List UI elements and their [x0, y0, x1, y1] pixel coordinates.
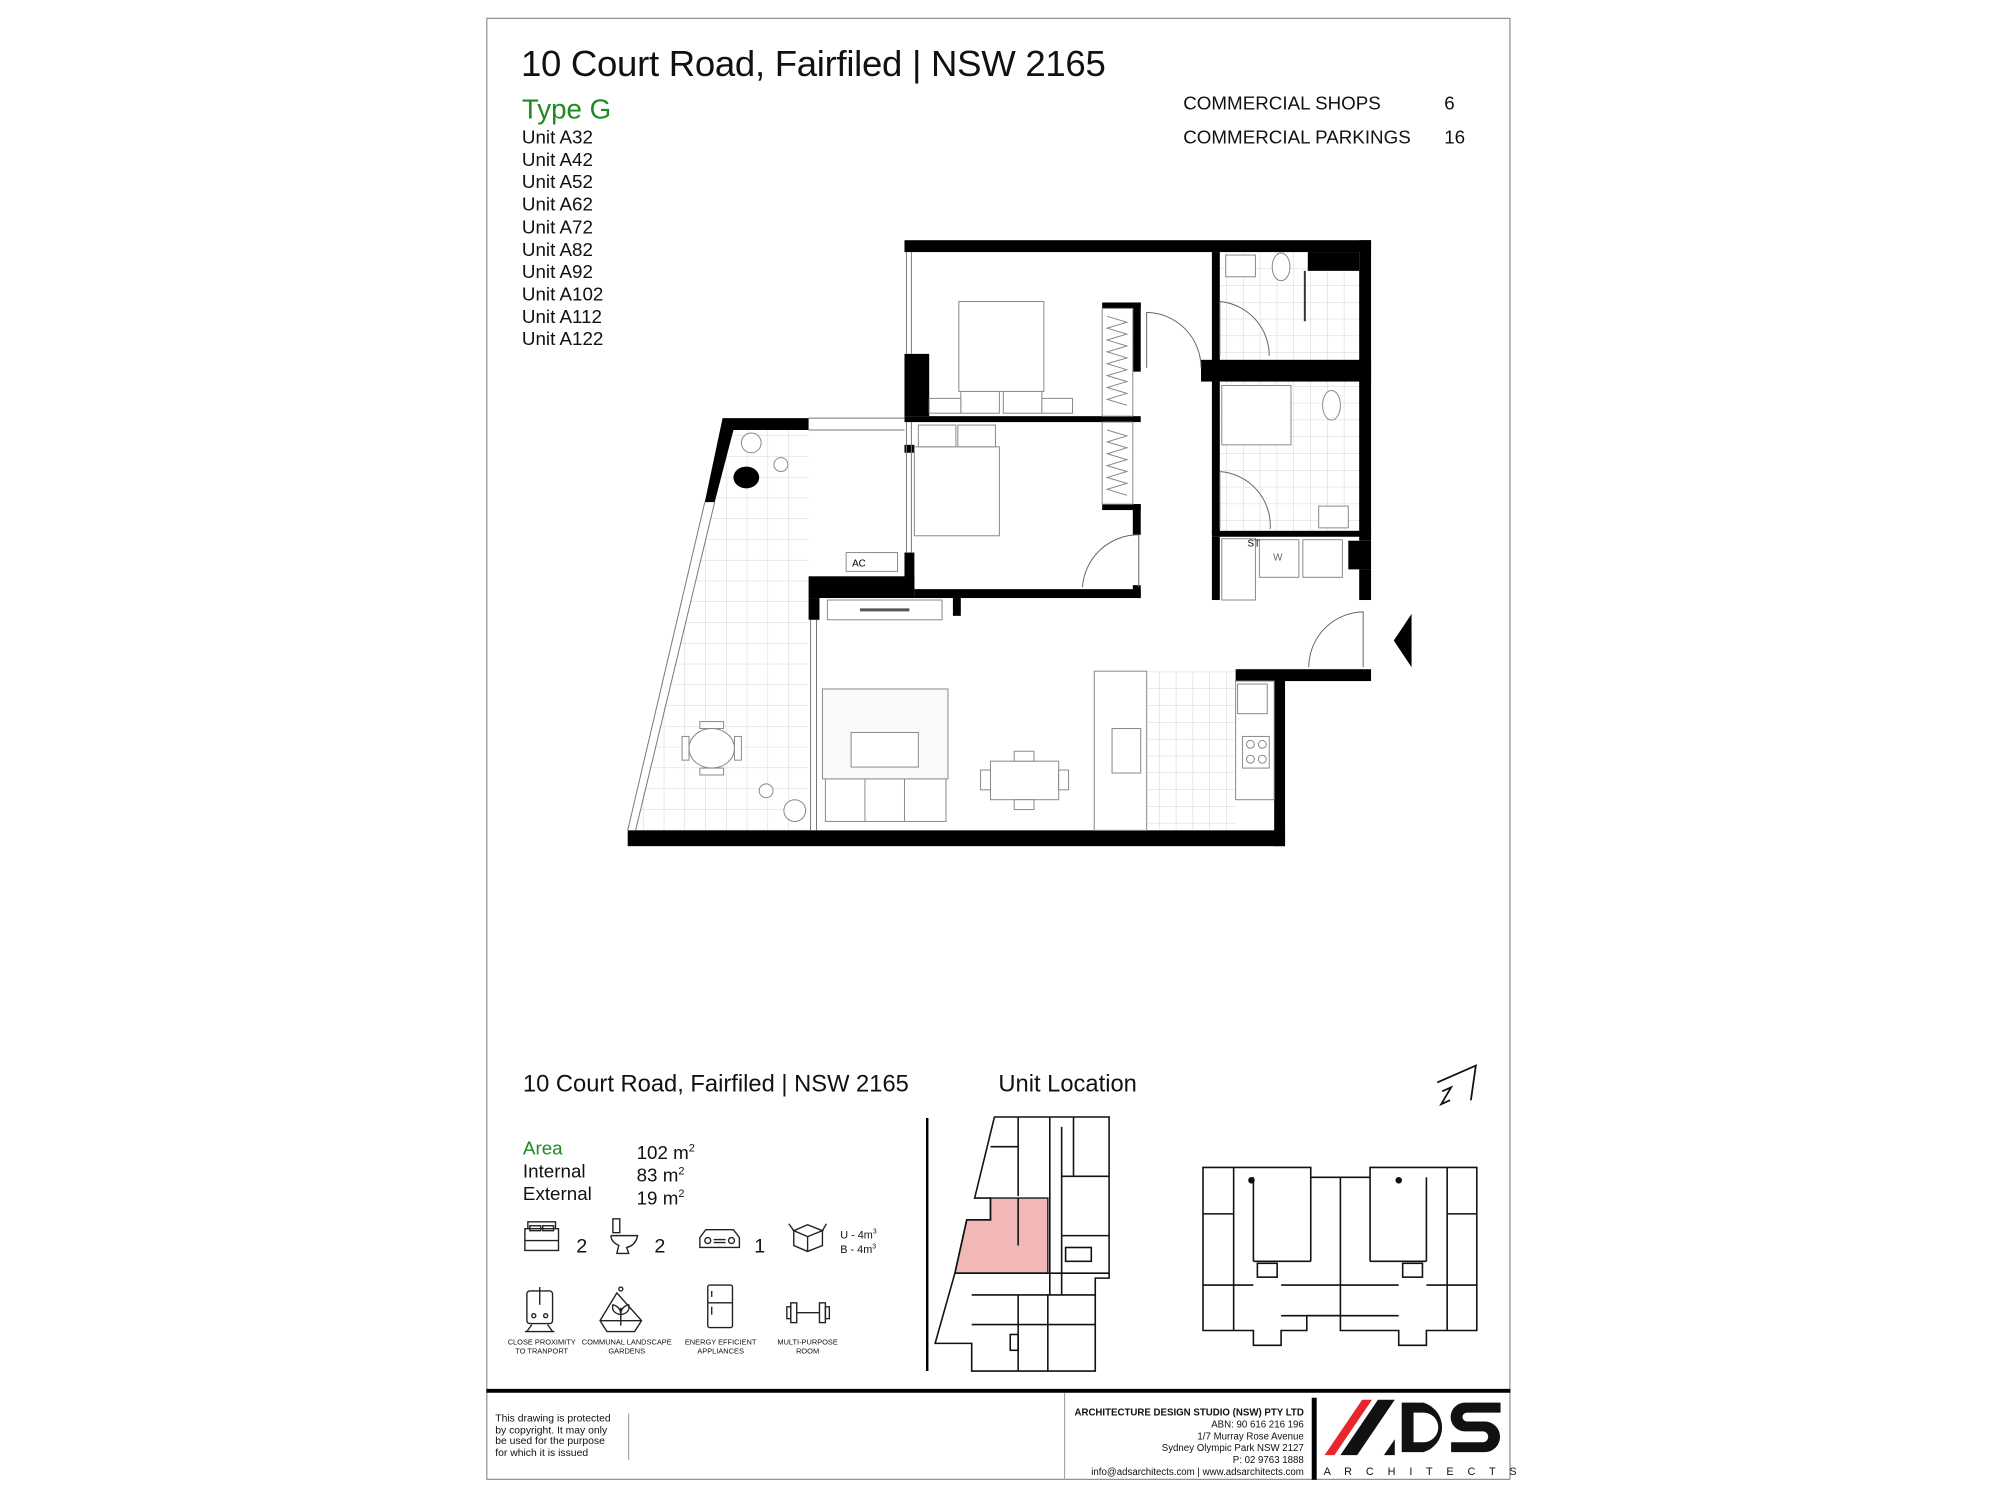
- commercial-parkings-label: COMMERCIAL PARKINGS: [1183, 127, 1411, 149]
- unit-item: Unit A112: [521, 307, 602, 328]
- unit-item: Unit A92: [521, 262, 593, 283]
- company-web-link[interactable]: info@adsarchitects.com | www.adsarchitec…: [1091, 1466, 1304, 1478]
- company-address-line1: 1/7 Murray Rose Avenue: [1197, 1431, 1304, 1443]
- storage-cupboard: [1221, 538, 1256, 601]
- storage-basement-volume: B - 4m3: [840, 1243, 877, 1257]
- plant: [783, 799, 807, 822]
- bathtub-shower: [1221, 385, 1292, 446]
- company-address-line2: Sydney Olympic Park NSW 2127: [1161, 1443, 1304, 1455]
- north-arrow-icon: [1436, 1064, 1477, 1107]
- page-title: 10 Court Road, Fairfiled | NSW 2165: [520, 43, 1106, 85]
- car-space-count: 1: [754, 1235, 766, 1258]
- bedroom-count: 2: [576, 1235, 588, 1258]
- area-value: 19 m2: [636, 1188, 685, 1210]
- unit-item: Unit A72: [521, 217, 593, 239]
- dining-table: [989, 760, 1060, 801]
- furniture: [681, 252, 1349, 831]
- storage-label: ST: [1247, 539, 1260, 550]
- unit-item: Unit A62: [521, 194, 593, 216]
- unit-item: Unit A32: [521, 127, 593, 149]
- ac-unit: [845, 552, 899, 572]
- kitchen-sink: [1111, 728, 1142, 774]
- unit-item: Unit A52: [521, 172, 593, 194]
- sofa: [824, 778, 947, 822]
- details-title: 10 Court Road, Fairfiled | NSW 2165: [522, 1070, 909, 1098]
- bath-1-basin: [1225, 254, 1256, 278]
- bath-2-basin: [1318, 505, 1349, 529]
- logo-bar: [1311, 1397, 1317, 1480]
- unit-item: Unit A102: [521, 284, 604, 306]
- washer: [1258, 539, 1300, 578]
- key-plan-building-a: [934, 1116, 1110, 1372]
- commercial-shops-label: COMMERCIAL SHOPS: [1183, 93, 1381, 115]
- area-label: Area: [522, 1138, 563, 1160]
- logo-subtitle: A R C H I T E C T S: [1324, 1466, 1522, 1478]
- amenity-label-appliances: ENERGY EFFICIENT APPLIANCES: [684, 1337, 757, 1356]
- coffee-table: [850, 731, 919, 768]
- amenity-label-transport: CLOSE PROXIMITY TO TRANPORT: [507, 1337, 576, 1356]
- bed-2: [913, 446, 1000, 537]
- page-border: [486, 17, 1511, 1480]
- area-label: External: [522, 1184, 592, 1205]
- storage-unit-volume: U - 4m3: [840, 1228, 877, 1242]
- floor-plan: AC ST W: [486, 240, 1522, 1480]
- area-value: 102 m2: [636, 1142, 695, 1164]
- fridge: [1237, 683, 1268, 715]
- unit-location-title: Unit Location: [998, 1070, 1137, 1098]
- commercial-parkings-value: 16: [1444, 127, 1466, 149]
- kitchen-tiles: [1146, 671, 1236, 831]
- company-details: ARCHITECTURE DESIGN STUDIO (NSW) PTY LTD…: [1048, 1407, 1304, 1479]
- highlighted-unit: [953, 1197, 1049, 1274]
- toilet-2: [1322, 389, 1341, 421]
- unit-item: Unit A122: [521, 329, 604, 351]
- balcony-tiles: [633, 429, 809, 831]
- ac-label: AC: [852, 558, 866, 569]
- bed-1: [958, 300, 1045, 392]
- copyright-notice: This drawing is protected by copyright. …: [495, 1412, 611, 1459]
- entry-arrow-icon: [1393, 613, 1412, 668]
- walls: [627, 240, 1372, 847]
- plant: [740, 432, 762, 454]
- wardrobe-1: [1101, 307, 1134, 417]
- company-name: ARCHITECTURE DESIGN STUDIO (NSW) PTY LTD: [1074, 1407, 1304, 1419]
- unit-list: Unit A32 Unit A42 Unit A52 Unit A62 Unit…: [522, 128, 603, 352]
- area-label: Internal: [522, 1161, 586, 1183]
- ads-logo: A R C H I T E C T S: [1324, 1399, 1522, 1478]
- area-value: 83 m2: [636, 1165, 685, 1187]
- doors: [1081, 300, 1364, 668]
- washer-label: W: [1273, 552, 1283, 563]
- windows: [627, 252, 912, 831]
- toilet-1: [1271, 252, 1291, 282]
- unit-item: Unit A82: [521, 239, 593, 261]
- column: [733, 466, 760, 489]
- company-abn: ABN: 90 616 216 196: [1211, 1419, 1304, 1431]
- bathroom-count: 2: [654, 1235, 666, 1258]
- wardrobe-2: [1101, 421, 1134, 505]
- balcony-table: [688, 728, 735, 769]
- amenity-label-room: MULTI-PURPOSE ROOM: [777, 1337, 838, 1356]
- unit-type: Type G: [521, 93, 612, 125]
- commercial-shops-value: 6: [1444, 93, 1455, 115]
- unit-item: Unit A42: [521, 149, 593, 171]
- dryer: [1302, 539, 1343, 578]
- amenity-label-gardens: COMMUNAL LANDSCAPE GARDENS: [581, 1337, 672, 1356]
- company-phone: P: 02 9763 1888: [1232, 1455, 1304, 1466]
- key-plan-building-b: [1202, 1166, 1478, 1347]
